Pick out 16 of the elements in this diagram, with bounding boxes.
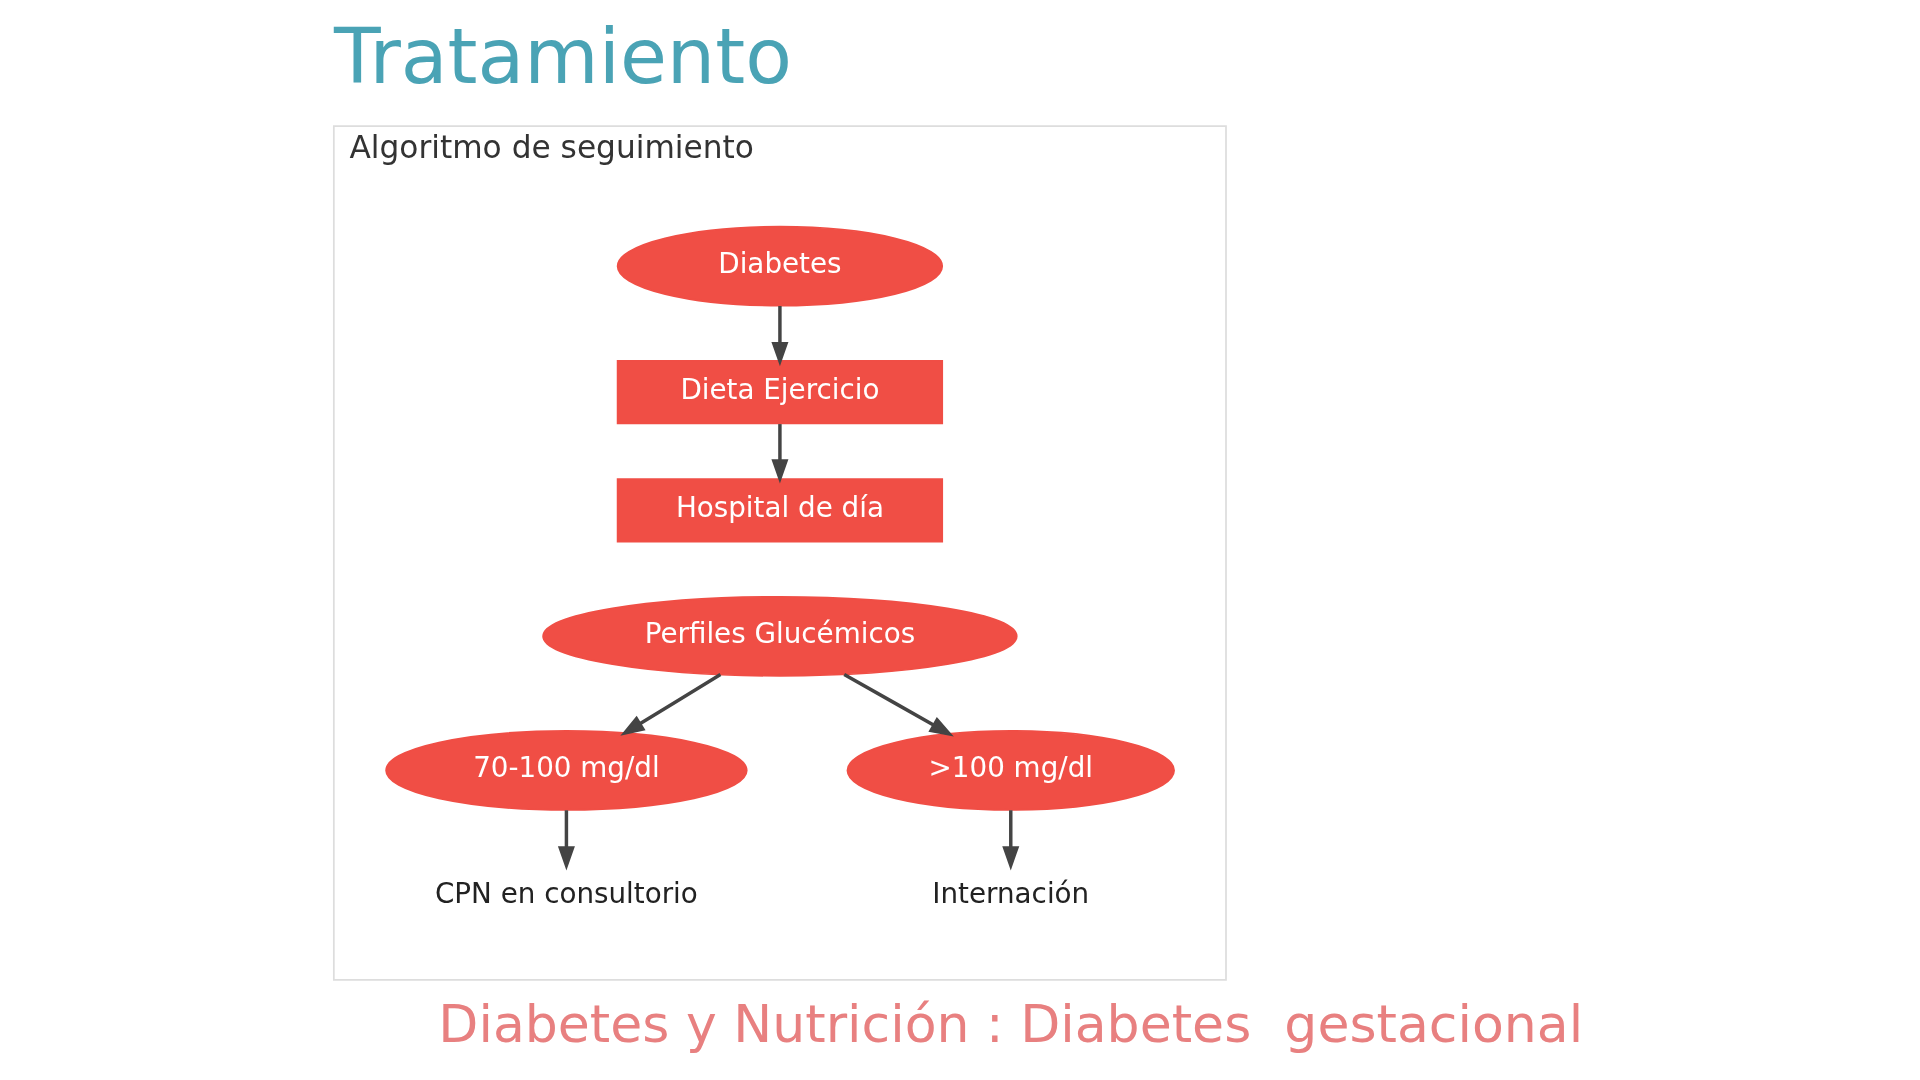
arrow (771, 306, 789, 367)
arrow (771, 424, 789, 484)
node-ellipse: 70-100 mg/dl (385, 730, 748, 811)
node-box: Hospital de día (616, 478, 944, 543)
arrow (557, 810, 575, 871)
caption: Diabetes y Nutrición : Diabetes gestacional (438, 994, 1584, 1055)
arrow (1002, 810, 1020, 871)
node-ellipse: Perfiles Glucémicos (542, 595, 1018, 677)
node-ellipse: >100 mg/dl (846, 730, 1175, 811)
diagram-title: Tratamiento (333, 12, 792, 102)
node-box: Dieta Ejercicio (616, 360, 944, 425)
node-text: Internación (932, 877, 1090, 911)
arrow (843, 672, 954, 737)
node-text: CPN en consultorio (434, 877, 698, 911)
node-ellipse: Diabetes (616, 225, 944, 307)
arrow (620, 672, 722, 736)
